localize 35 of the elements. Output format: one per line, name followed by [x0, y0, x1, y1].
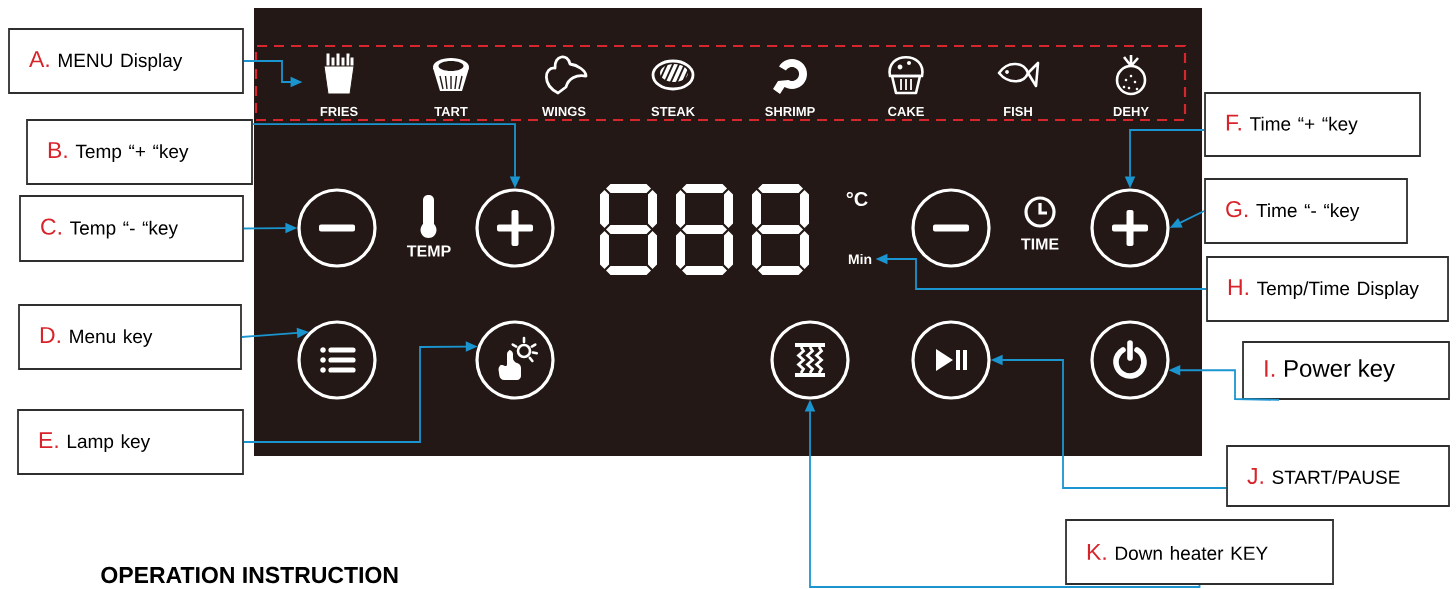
node-text: CAKE [888, 106, 924, 117]
node-text: WINGS [541, 106, 586, 117]
list-button [297, 320, 377, 400]
callout-box: E. Lamp key [17, 409, 244, 475]
callout-box: H. Temp/Time Display [1206, 256, 1449, 322]
callout-box: D. Menu key [18, 304, 242, 370]
power-button [1090, 320, 1170, 400]
icon-caption: TEMP [406, 245, 451, 257]
node-text: TART [434, 107, 468, 116]
node-text: DEHY [1113, 107, 1149, 116]
control-panel [254, 8, 1202, 456]
callout-box: G. Time “- “key [1204, 178, 1408, 244]
callout-box: C. Temp “- “key [19, 195, 244, 262]
plus-button [1090, 188, 1170, 268]
unit-label: °C [846, 191, 868, 207]
dashed-frame [254, 44, 1187, 122]
node-text: STEAK [651, 106, 695, 117]
node-text: FISH [1004, 106, 1032, 117]
unit-label: Min [848, 253, 872, 265]
play-pause-button [911, 320, 991, 400]
lamp-button [475, 320, 555, 400]
callout-box: I. Power key [1242, 341, 1450, 400]
minus-button [911, 188, 991, 268]
plus-button [475, 188, 555, 268]
node-text: SHRIMP [765, 106, 815, 117]
callout-box: J. START/PAUSE [1226, 445, 1450, 507]
icon-caption: TIME [1021, 238, 1059, 250]
node-text: FRIES [320, 106, 358, 117]
callout-box: F. Time “+ “key [1204, 92, 1421, 157]
callout-box: A. MENU Display [8, 28, 244, 94]
callout-box: K. Down heater KEY [1065, 519, 1334, 585]
minus-button [297, 188, 377, 268]
callout-box: B. Temp “+ “key [26, 119, 253, 185]
section-heading: OPERATION INSTRUCTION [101, 566, 398, 584]
heater-button [770, 320, 850, 400]
